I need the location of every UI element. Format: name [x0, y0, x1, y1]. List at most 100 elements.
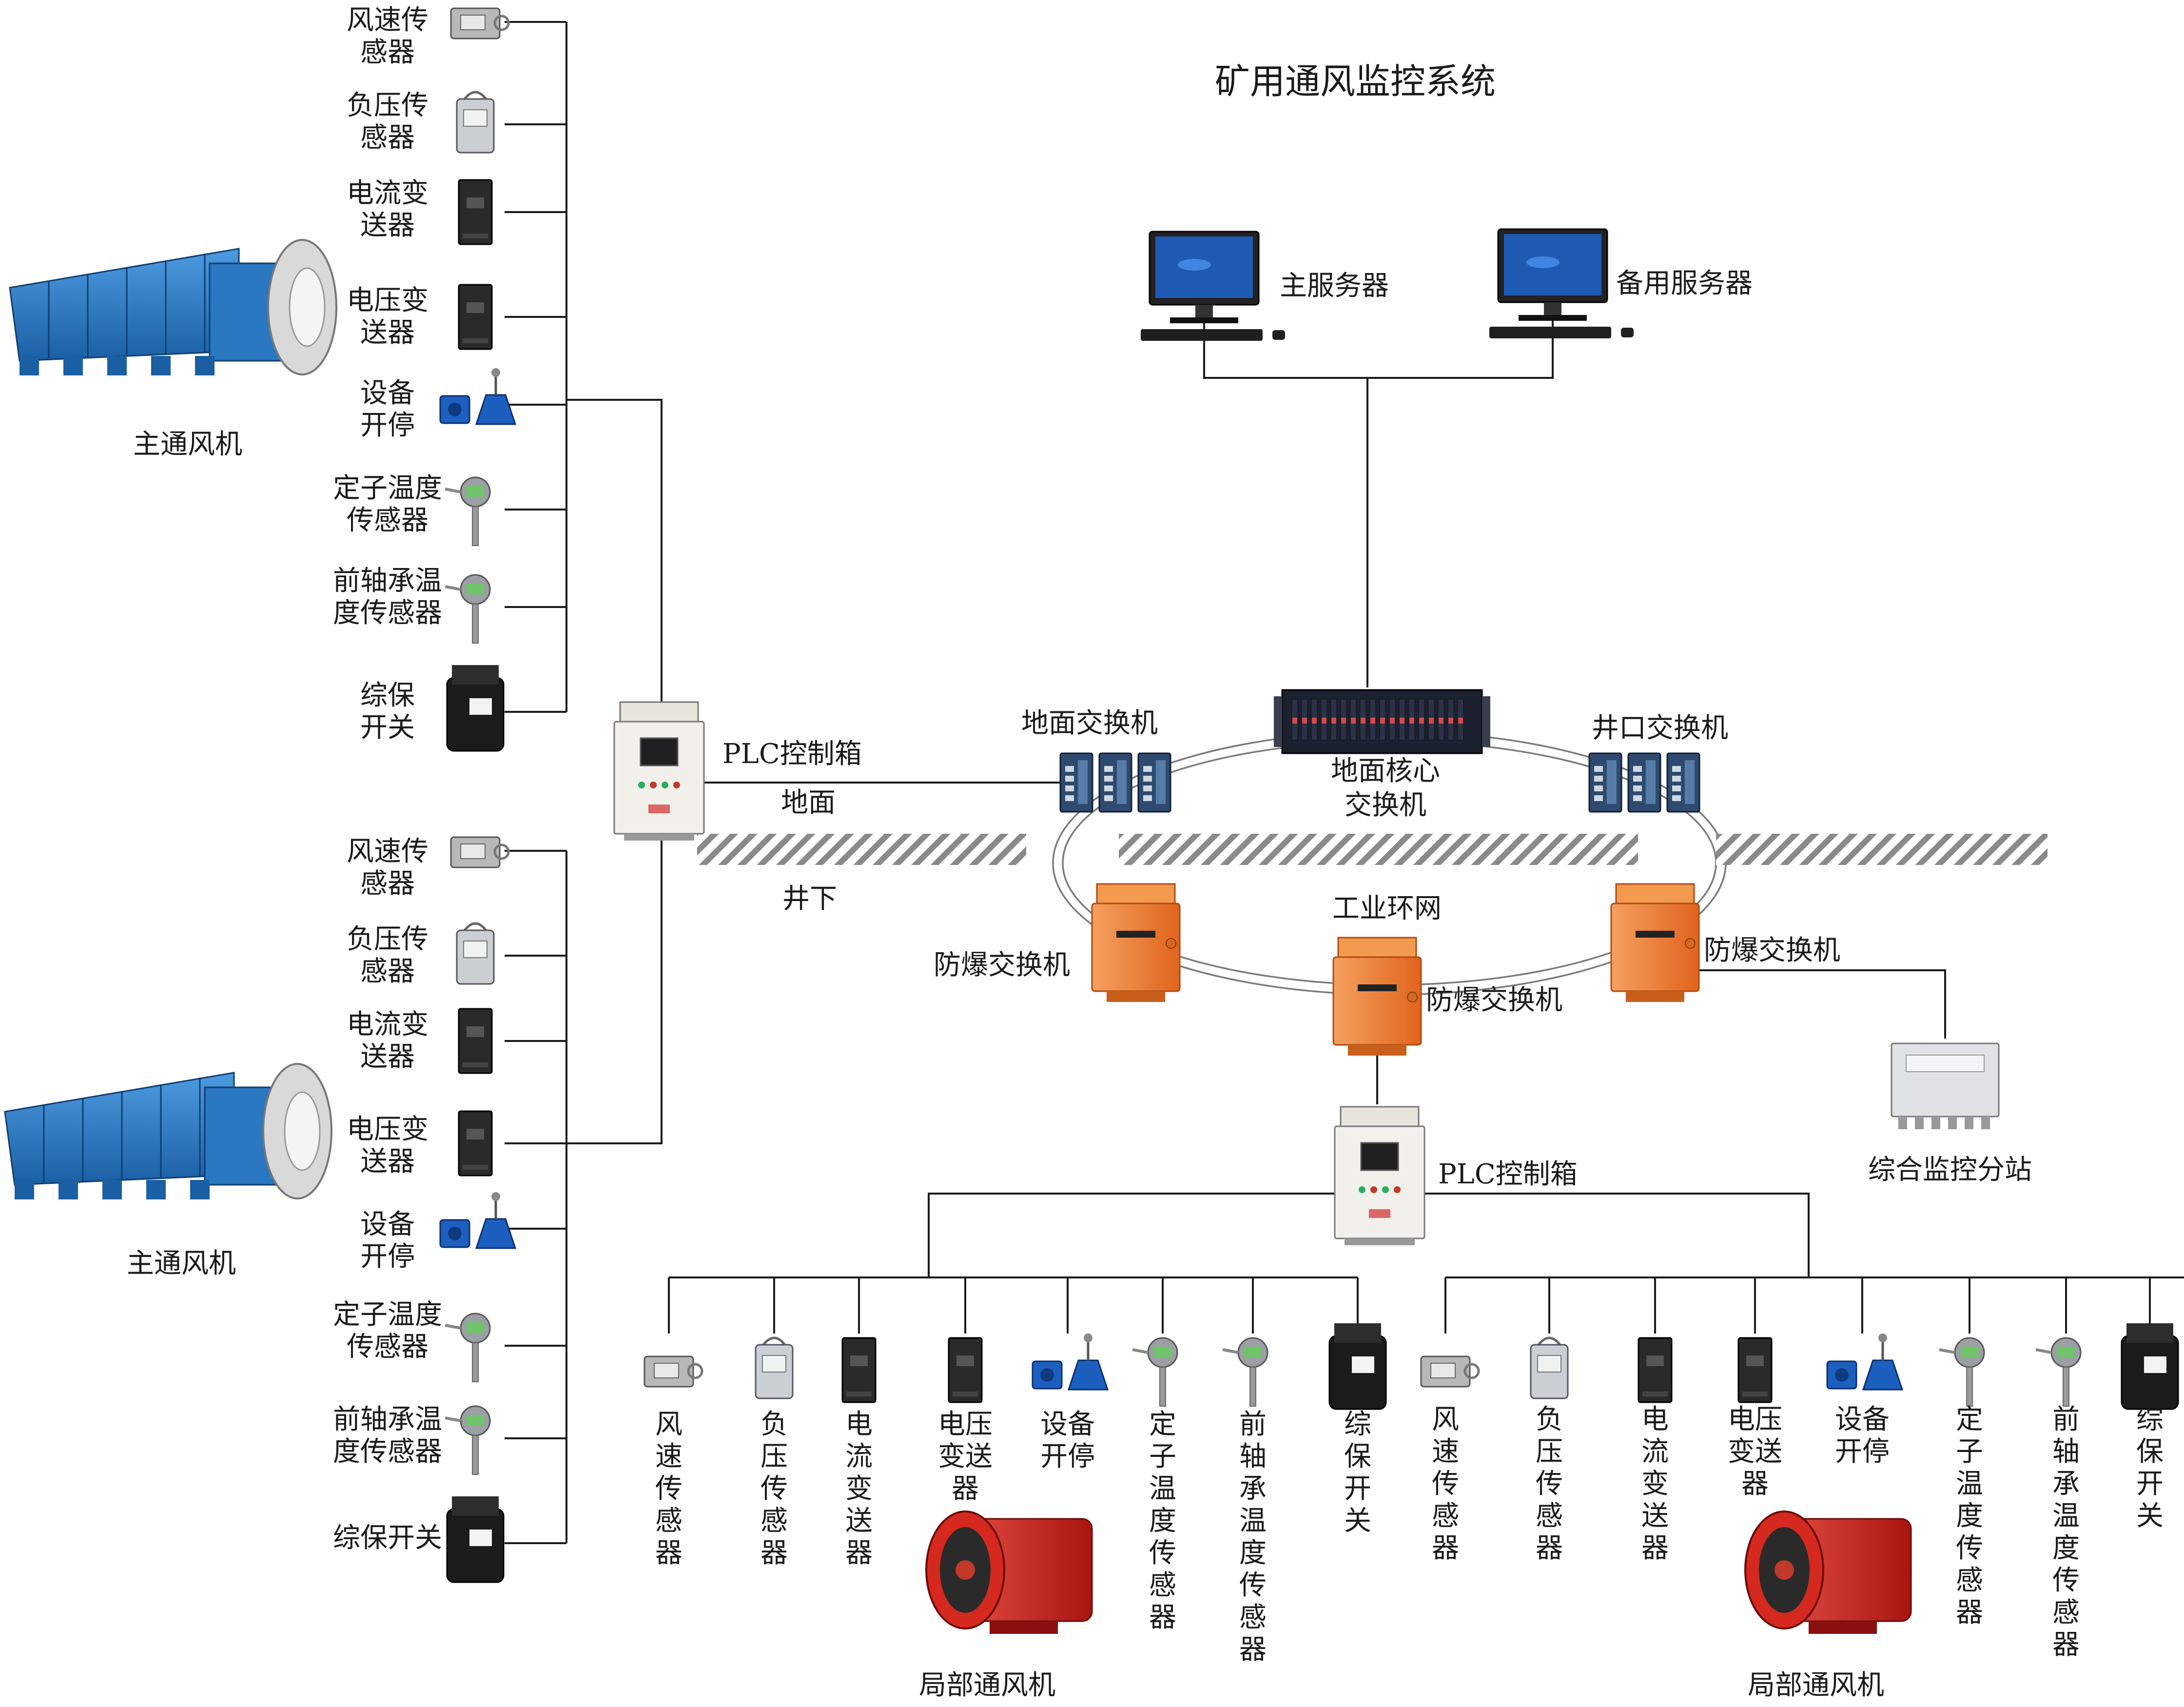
left-sensor-label: 综保开关 — [360, 680, 415, 744]
stator-temp-sensor-icon — [445, 1313, 491, 1382]
local-fan-right-icon — [1744, 1511, 1912, 1634]
label-line: 前轴承温 — [333, 1404, 442, 1435]
stator-temp-sensor-icon — [445, 476, 491, 546]
label-line: 感器 — [360, 37, 415, 68]
label-line: 器 — [1536, 1532, 1563, 1564]
label-line: 器 — [760, 1537, 788, 1569]
label-line: 感 — [1149, 1570, 1176, 1601]
wind-speed-sensor-icon — [1420, 1355, 1480, 1388]
label-line: 传感器 — [347, 1331, 429, 1363]
label-line: 器 — [655, 1537, 682, 1569]
label-line: 变 — [1641, 1468, 1669, 1500]
label-line: 电 — [1641, 1404, 1669, 1435]
main-fan-bottom-label: 主通风机 — [127, 1248, 236, 1279]
voltage-transmitter-icon — [458, 284, 493, 350]
on-off-sensor-icon — [439, 368, 517, 425]
label-line: 传 — [1956, 1532, 1983, 1564]
explosion-switch-left-label: 防爆交换机 — [934, 949, 1070, 981]
label-line: 送 — [1641, 1500, 1669, 1532]
local-fan-left-label: 局部通风机 — [919, 1669, 1055, 1701]
label-line: 综 — [2136, 1404, 2164, 1435]
current-transmitter-icon — [841, 1337, 877, 1403]
label-line: 综保 — [360, 680, 415, 711]
label-line: 开停 — [1835, 1436, 1890, 1468]
label-line: 电压 — [938, 1409, 993, 1440]
label-line: 负压传 — [347, 90, 429, 121]
label-line: 传 — [1432, 1468, 1459, 1500]
label-line: 电流变 — [347, 1009, 429, 1040]
label-line: 传 — [1536, 1468, 1563, 1500]
ring-network-label: 工业环网 — [1332, 893, 1442, 924]
left-sensor-label: 综保开关 — [333, 1522, 442, 1554]
label-line: 地面 — [781, 787, 836, 819]
label-line: 传 — [1239, 1570, 1267, 1601]
label-line: 感 — [1956, 1565, 1983, 1596]
label-line: 保 — [2136, 1436, 2164, 1468]
label-line: 流 — [845, 1441, 873, 1472]
label-line: 风 — [1432, 1404, 1459, 1435]
label-line: 地面核心 — [1331, 755, 1440, 787]
label-line: 防爆交换机 — [934, 949, 1070, 981]
label-line: 风速传 — [347, 836, 429, 867]
protection-switch-icon — [446, 665, 505, 752]
label-line: 感 — [655, 1505, 682, 1537]
main-server-label: 主服务器 — [1280, 270, 1389, 302]
label-line: 传 — [2052, 1565, 2080, 1596]
diagram-title: 矿用通风监控系统 — [1215, 61, 1496, 102]
label-line: 关 — [2136, 1500, 2164, 1532]
label-line: 温 — [1239, 1505, 1267, 1537]
label-line: 变 — [845, 1473, 873, 1505]
label-line: 设备 — [360, 377, 415, 409]
label-line: 感 — [1432, 1500, 1459, 1532]
explosion-proof-switch-middle-icon — [1332, 937, 1422, 1056]
label-line: 度 — [2052, 1532, 2080, 1564]
label-line: 定子温度 — [333, 472, 442, 504]
ground-layer — [697, 834, 2048, 865]
label-line: 开关 — [360, 712, 415, 744]
label-line: 开停 — [360, 1241, 415, 1273]
label-line: 电压变 — [347, 1114, 429, 1145]
ground-switch-icon — [1059, 752, 1171, 813]
stator-temp-sensor-icon — [1939, 1337, 1985, 1407]
label-line: 子 — [1956, 1436, 1983, 1468]
underground-label: 井下 — [782, 883, 837, 915]
label-line: 感器 — [360, 122, 415, 154]
label-line: 器 — [1956, 1597, 1983, 1629]
label-line: 度 — [1239, 1537, 1267, 1569]
plc-control-box-top-icon — [613, 701, 705, 841]
label-line: 压 — [760, 1441, 788, 1472]
switch-to-substation — [1692, 969, 1946, 1039]
label-line: 压 — [1536, 1436, 1563, 1468]
on-off-sensor-icon — [439, 1192, 517, 1249]
label-line: 主服务器 — [1280, 270, 1389, 302]
label-line: 送器 — [360, 317, 415, 349]
server-link — [1203, 312, 1554, 379]
label-line: 流 — [1641, 1436, 1669, 1468]
explosion-proof-switch-left-icon — [1091, 883, 1181, 1002]
label-line: 传感器 — [347, 505, 429, 536]
label-line: 主通风机 — [127, 1248, 236, 1279]
label-line: 设备 — [1040, 1409, 1095, 1440]
explosion-switch-middle-label: 防爆交换机 — [1426, 984, 1562, 1016]
shaft-switch-icon — [1588, 752, 1700, 813]
main-fan-bottom-icon — [4, 1063, 332, 1199]
label-line: 前 — [1239, 1409, 1267, 1440]
label-line: 备用服务器 — [1616, 268, 1753, 299]
label-line: 前 — [2052, 1404, 2080, 1435]
current-transmitter-icon — [1638, 1337, 1673, 1403]
label-line: 变送 — [1728, 1436, 1782, 1468]
label-line: 主通风机 — [133, 429, 242, 460]
